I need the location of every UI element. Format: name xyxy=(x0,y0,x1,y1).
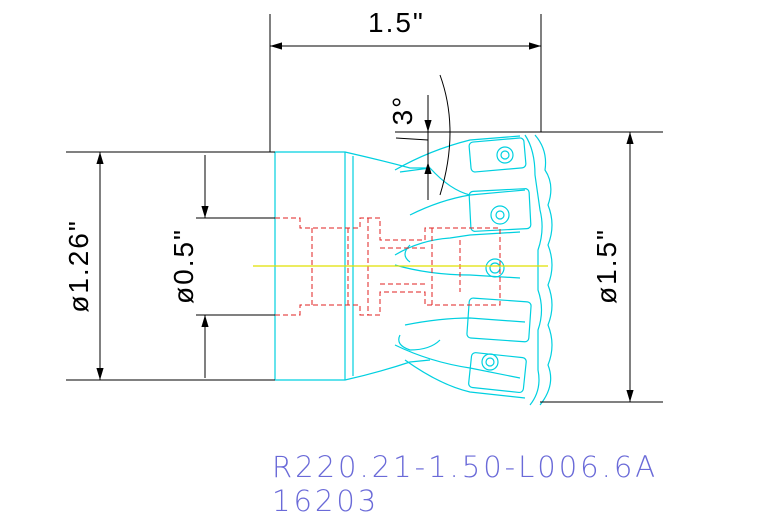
shank-diameter-label: ø1.26" xyxy=(63,219,94,313)
part-code: 16203 xyxy=(272,484,380,518)
length-label: 1.5" xyxy=(368,7,425,38)
cutting-diameter-label: ø1.5" xyxy=(591,228,622,304)
dimension-lines xyxy=(66,14,663,403)
bore-diameter-label: ø0.5" xyxy=(168,228,199,304)
part-info: R220.21-1.50-L006.6A 16203 xyxy=(272,450,658,518)
part-number: R220.21-1.50-L006.6A xyxy=(272,450,659,484)
angle-label: 3° xyxy=(387,95,418,126)
tool-body-outline xyxy=(274,134,553,406)
